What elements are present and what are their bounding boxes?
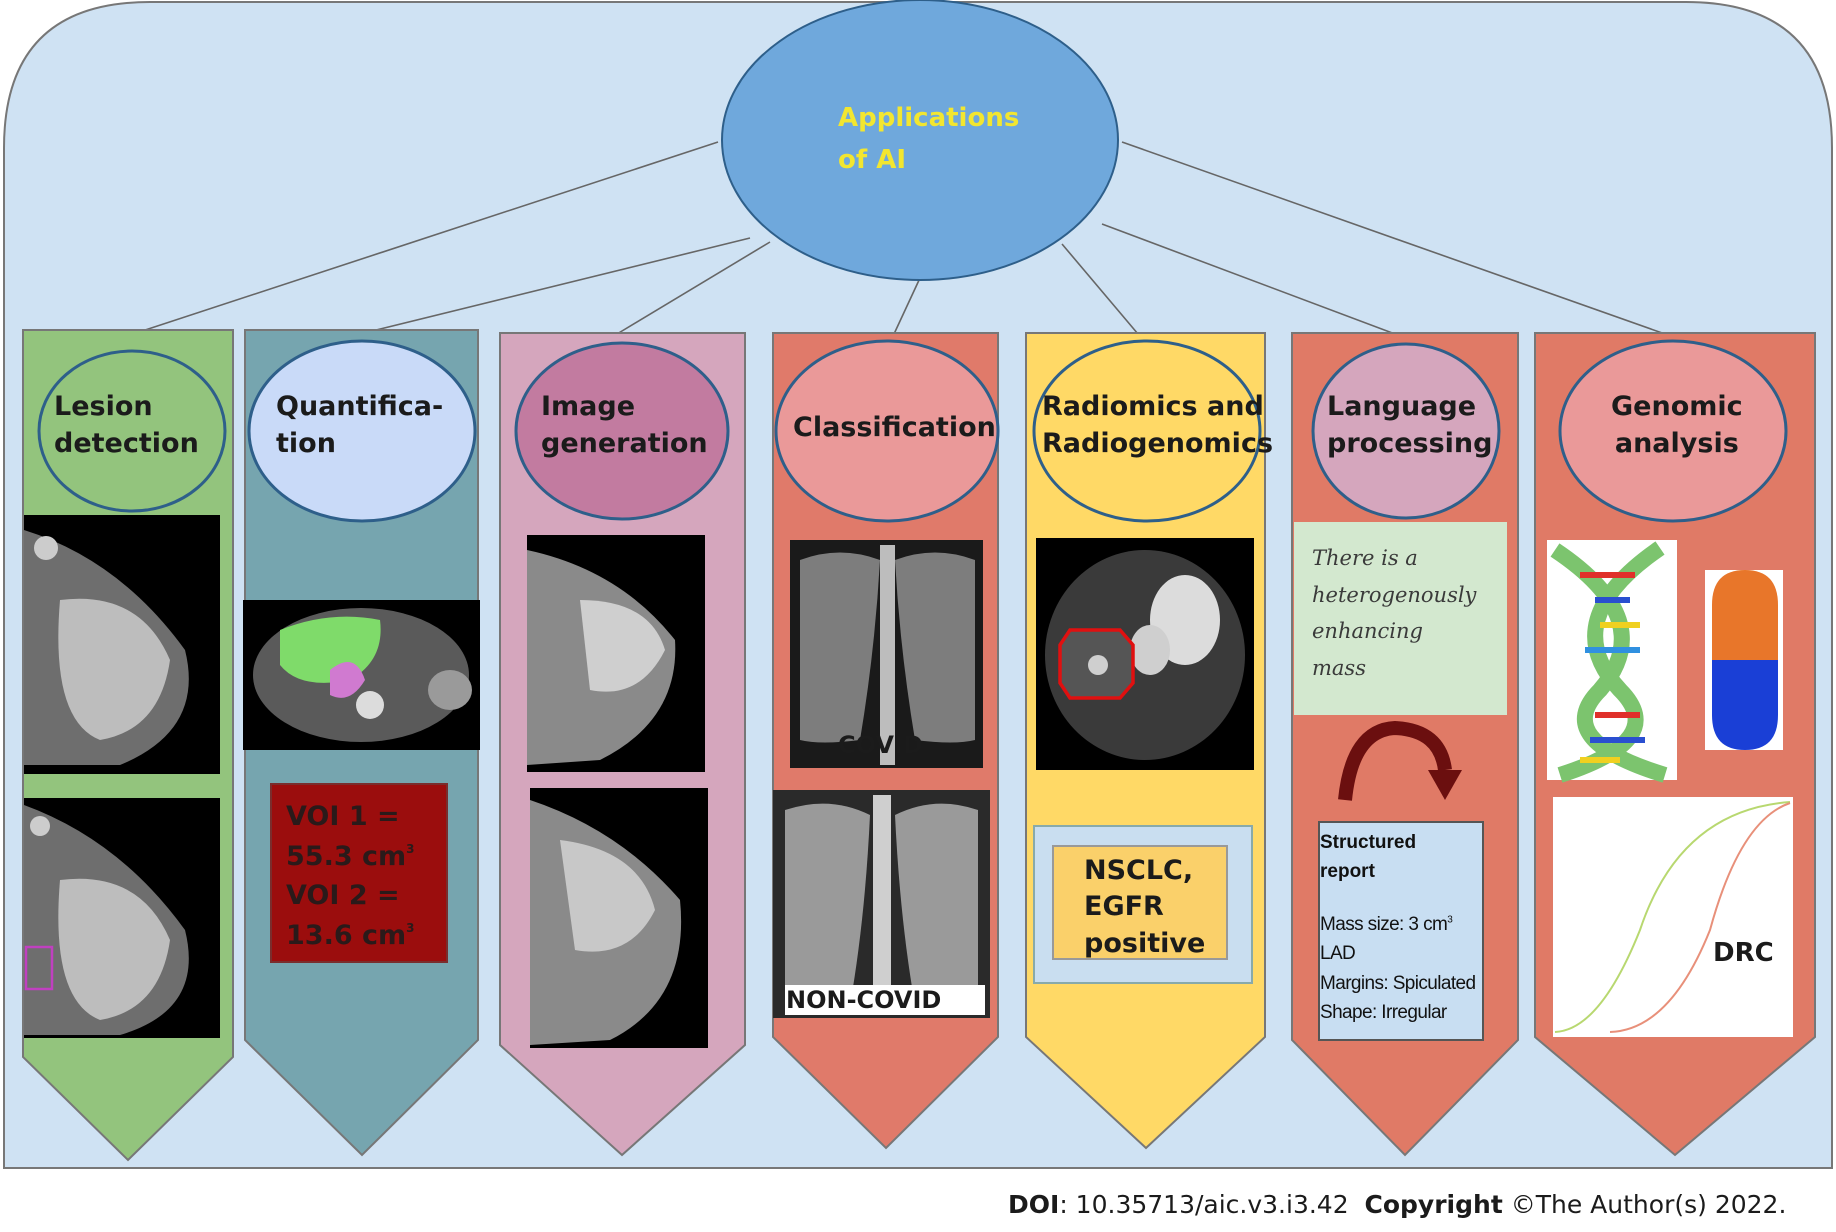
- label-image-generation: Image generation: [541, 388, 708, 463]
- label-radiomics: Radiomics and Radiogenomics: [1042, 388, 1273, 463]
- label-language-processing-line1: Language: [1327, 391, 1477, 422]
- free-text-line4: mass: [1312, 655, 1366, 680]
- label-classification: Classification: [793, 409, 996, 446]
- label-genomic-analysis-line2: analysis: [1614, 428, 1739, 460]
- generated-mammogram-1: [527, 535, 705, 772]
- voi-2-label: VOI 2 =: [286, 880, 400, 912]
- footer-doi-value: : 10.35713/aic.v3.i3.42: [1059, 1190, 1349, 1219]
- drc-chart: [1553, 797, 1793, 1037]
- free-text-line3: enhancing: [1312, 619, 1423, 644]
- label-quantification: Quantifica- tion: [276, 388, 443, 463]
- generated-mammogram-2: [530, 788, 708, 1048]
- label-radiomics-line2: Radiogenomics: [1042, 428, 1274, 460]
- footer-copyright-label: Copyright: [1364, 1190, 1503, 1219]
- structured-report-title: Structured report: [1320, 829, 1482, 886]
- label-classification-line1: Classification: [793, 412, 996, 443]
- lung-ct-image: [1036, 538, 1254, 770]
- label-image-generation-line2: generation: [541, 428, 708, 460]
- voi-measurements-box: VOI 1 = 55.3 cm3 VOI 2 = 13.6 cm3: [270, 783, 448, 963]
- label-image-generation-line1: Image: [541, 391, 636, 422]
- center-title-line2: of AI: [838, 144, 907, 175]
- report-mass-size: Mass size: 3 cm3: [1320, 910, 1482, 939]
- footer-copyright-value: ©The Author(s) 2022.: [1510, 1190, 1787, 1219]
- radiomics-result-line3: positive: [1084, 927, 1206, 959]
- report-shape: Shape: Irregular: [1320, 1002, 1447, 1024]
- ellipse-lesion-detection: [37, 349, 227, 513]
- voi-2-value: 13.6 cm3: [286, 916, 446, 956]
- ellipse-radiomics: [1032, 339, 1262, 523]
- label-lesion-detection-line1: Lesion: [54, 391, 153, 422]
- ellipse-image-generation: [514, 341, 730, 521]
- ellipse-genomic-analysis: [1558, 339, 1788, 523]
- report-mass-size-text: Mass size: 3 cm: [1320, 914, 1448, 935]
- label-lesion-detection-line2: detection: [54, 428, 199, 460]
- chest-xray-non-covid: [773, 790, 990, 1018]
- curved-arrow-icon: [1338, 720, 1462, 801]
- radiomics-result-line1: NSCLC,: [1084, 855, 1194, 886]
- free-text-line1: There is a: [1312, 546, 1418, 570]
- label-language-processing-line2: processing: [1327, 428, 1493, 460]
- footer-citation: DOI: 10.35713/aic.v3.i3.42 Copyright ©Th…: [1008, 1190, 1786, 1219]
- voi-2-unit-sup: 3: [406, 921, 415, 936]
- voi-2-value-text: 13.6 cm: [286, 920, 407, 952]
- structured-report: Structured report Mass size: 3 cm3 LAD M…: [1318, 821, 1484, 1041]
- radiomics-result-line2: EGFR: [1084, 891, 1164, 923]
- structured-report-title-line2: report: [1320, 860, 1375, 882]
- voi-1-label: VOI 1 =: [286, 801, 400, 832]
- label-quantification-line2: tion: [276, 428, 336, 460]
- ellipse-language-processing: [1311, 342, 1501, 520]
- drc-label: DRC: [1713, 938, 1774, 968]
- report-lad: LAD: [1320, 943, 1356, 965]
- ellipse-quantification: [247, 339, 477, 523]
- label-radiomics-line1: Radiomics and: [1042, 391, 1264, 422]
- center-title-line1: Applications: [838, 103, 1020, 133]
- radiomics-result-box: NSCLC, EGFR positive: [1052, 845, 1228, 960]
- footer-doi-label: DOI: [1008, 1190, 1060, 1219]
- ellipse-classification: [774, 339, 1000, 523]
- label-genomic-analysis-line1: Genomic: [1611, 391, 1743, 422]
- ct-abdomen-image: [243, 600, 480, 750]
- mammogram-image-1: [24, 515, 220, 774]
- label-quantification-line1: Quantifica-: [276, 391, 444, 422]
- mammogram-image-2: [24, 798, 220, 1038]
- center-ellipse: [721, 0, 1119, 281]
- center-title: Applications of AI: [838, 98, 1019, 181]
- capsule-icon: [1705, 570, 1783, 750]
- connector-lines: [132, 141, 1666, 335]
- voi-1-value-text: 55.3 cm: [286, 840, 407, 872]
- non-covid-label: NON-COVID: [786, 986, 942, 1014]
- chest-xray-covid: [790, 540, 983, 768]
- covid-label: COVID: [838, 731, 923, 759]
- label-language-processing: Language processing: [1327, 388, 1492, 463]
- dna-icon: [1547, 540, 1677, 783]
- report-margins: Margins: Spiculated: [1320, 972, 1476, 994]
- label-genomic-analysis: Genomic analysis: [1611, 388, 1743, 463]
- report-mass-size-sup: 3: [1447, 914, 1453, 926]
- free-text-line2: heterogenously: [1312, 582, 1477, 607]
- free-text-note: There is a heterogenously enhancing mass: [1294, 522, 1507, 715]
- voi-1-value: 55.3 cm3: [286, 837, 446, 877]
- label-lesion-detection: Lesion detection: [54, 388, 199, 463]
- voi-1-unit-sup: 3: [406, 841, 415, 856]
- structured-report-title-line1: Structured: [1320, 832, 1417, 853]
